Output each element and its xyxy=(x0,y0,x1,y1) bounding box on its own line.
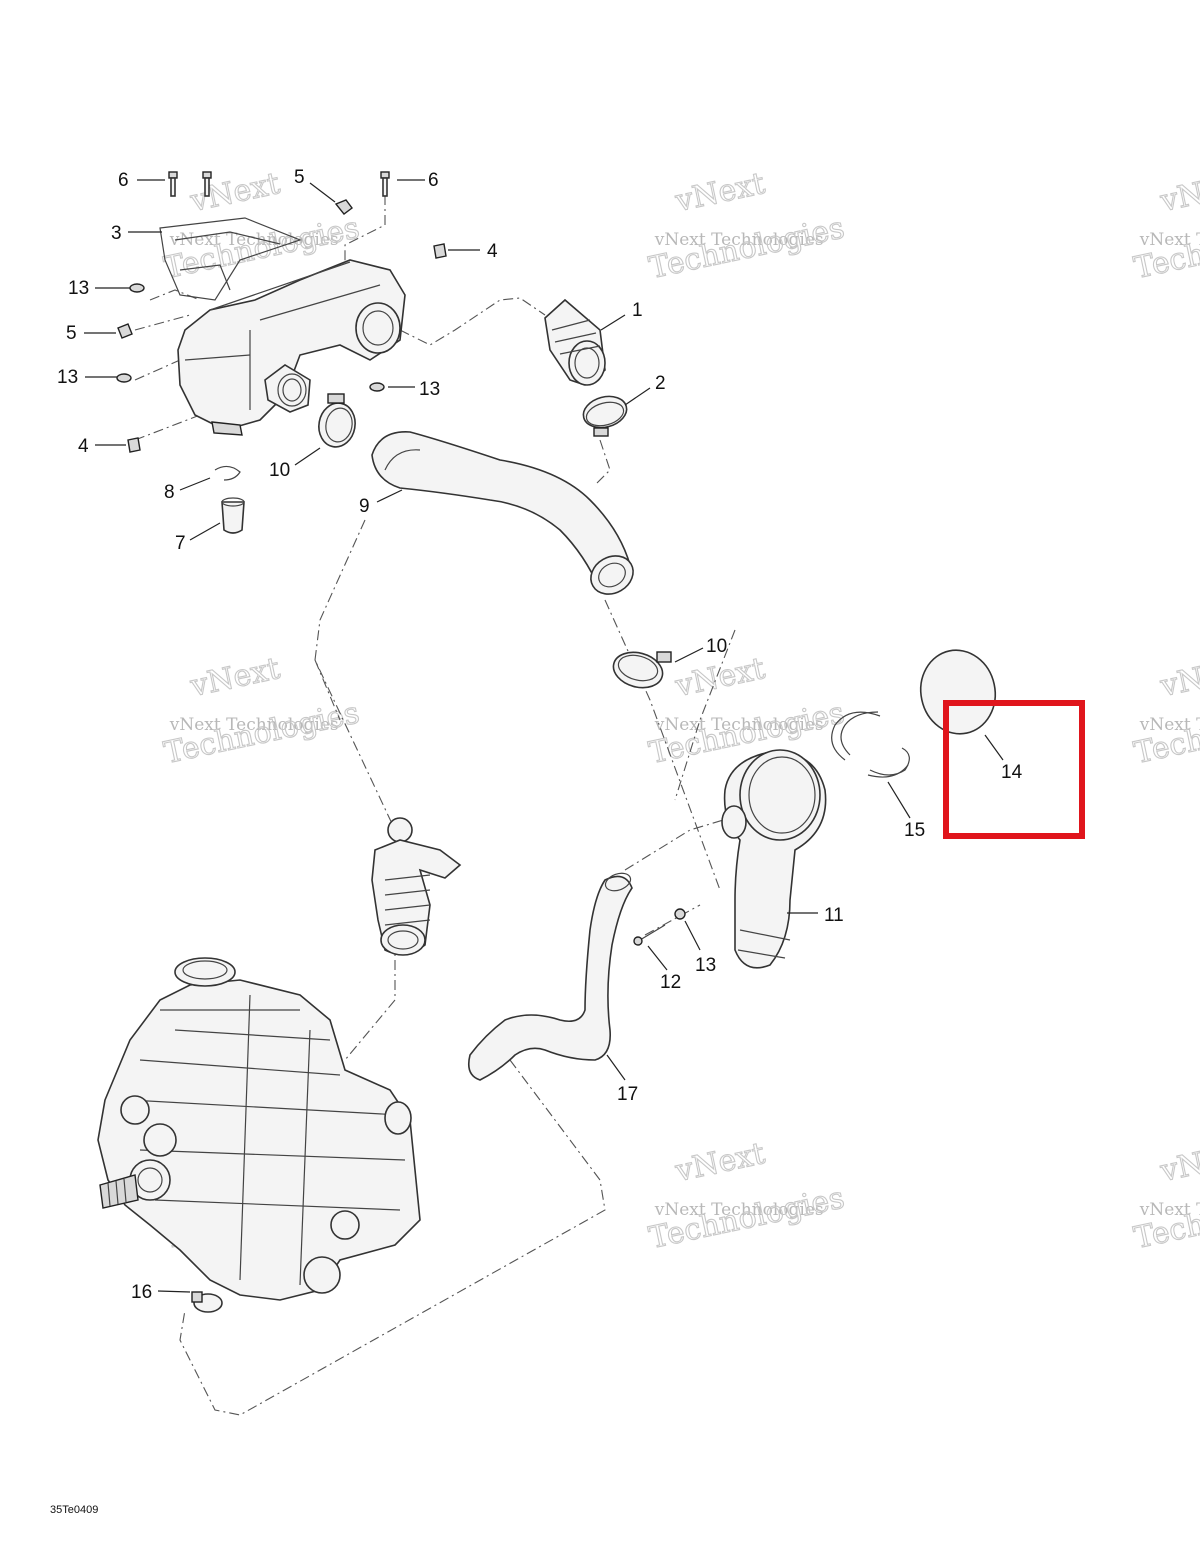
callout-13-c: 13 xyxy=(419,379,440,400)
clamp-10-upper xyxy=(318,393,356,448)
watermark-vnext-9: vNext xyxy=(1157,1136,1200,1189)
washer-13-b xyxy=(116,373,132,383)
callout-11: 11 xyxy=(824,905,844,926)
washer-13-c xyxy=(369,382,385,392)
callout-13-b: 13 xyxy=(57,367,78,388)
callout-5-left: 5 xyxy=(66,323,77,344)
callout-10-lower: 10 xyxy=(706,636,727,657)
watermark-text-4: vNext Technologies xyxy=(169,715,339,735)
clip-5-top xyxy=(334,199,353,215)
spring-ring-15 xyxy=(831,711,910,778)
drain-parts xyxy=(214,465,245,534)
callout-8: 8 xyxy=(164,482,175,503)
screw-12 xyxy=(633,924,666,946)
callout-1: 1 xyxy=(632,300,643,321)
carburetor-boot xyxy=(371,817,462,956)
callout-10-upper: 10 xyxy=(269,460,290,481)
watermark-text-3: vNext Technologies xyxy=(1139,230,1200,250)
watermark-text-2: vNext Technologies xyxy=(654,230,824,250)
leader-lines xyxy=(84,179,1004,1293)
callout-labels: 6 6 5 3 4 13 5 13 13 4 1 2 10 8 7 9 10 1… xyxy=(57,167,1023,1303)
watermark-vnext-2: vNext xyxy=(672,166,768,219)
callout-17: 17 xyxy=(617,1084,638,1105)
callout-4-left: 4 xyxy=(78,436,89,457)
watermark-text-6: vNext Technologies xyxy=(1139,715,1200,735)
fasteners-top xyxy=(116,171,686,920)
callout-13-d: 13 xyxy=(695,955,716,976)
clamp-16 xyxy=(191,1291,223,1313)
intake-boot-1 xyxy=(544,298,606,386)
clip-5-left xyxy=(117,323,133,339)
nut-4-left xyxy=(127,437,141,453)
drain-cap-7 xyxy=(221,501,245,534)
watermark-vnext-6: vNext xyxy=(1157,651,1200,704)
clamp-2 xyxy=(582,395,628,437)
hose-9 xyxy=(371,431,634,595)
hose-17 xyxy=(467,872,633,1081)
watermark-text-5: vNext Technologies xyxy=(654,715,824,735)
washer-13-a xyxy=(129,283,145,293)
watermark-text-8: vNext Technologies xyxy=(654,1200,824,1220)
bracket xyxy=(159,217,302,301)
watermark-vnext-8: vNext xyxy=(672,1136,768,1189)
callout-12: 12 xyxy=(660,972,681,993)
drawing-code: 35Te0409 xyxy=(50,1504,98,1516)
screw-6-left xyxy=(168,171,178,197)
washer-13-d xyxy=(674,908,686,920)
nut-4-top xyxy=(433,243,447,259)
callout-3: 3 xyxy=(111,223,122,244)
watermark-tech-8: Technologies xyxy=(646,1181,847,1257)
callout-2: 2 xyxy=(655,373,666,394)
callout-4-top: 4 xyxy=(487,241,498,262)
highlight-box-part-14 xyxy=(943,700,1085,839)
cap-14 xyxy=(919,649,997,735)
callout-7: 7 xyxy=(175,533,186,554)
callout-6-left: 6 xyxy=(118,170,129,191)
clamp-8 xyxy=(214,465,241,481)
screw-6-right xyxy=(380,171,390,197)
engine-block xyxy=(97,957,421,1301)
callout-13-a: 13 xyxy=(68,278,89,299)
resonator-11 xyxy=(721,749,827,969)
callout-16: 16 xyxy=(131,1282,152,1303)
watermark-vnext-4: vNext xyxy=(187,651,283,704)
callout-5-top: 5 xyxy=(294,167,305,188)
watermark-tech-4: Technologies xyxy=(161,696,362,772)
airbox-body xyxy=(177,259,406,431)
watermark-tech-2: Technologies xyxy=(646,211,847,287)
callout-9: 9 xyxy=(359,496,370,517)
watermark-vnext-5: vNext xyxy=(672,651,768,704)
callout-15: 15 xyxy=(904,820,925,841)
callout-6-right: 6 xyxy=(428,170,439,191)
watermark-vnext-1: vNext xyxy=(187,166,283,219)
watermark-text-9: vNext Technologies xyxy=(1139,1200,1200,1220)
callout-14: 14 xyxy=(1001,762,1023,783)
watermark-vnext-3: vNext xyxy=(1157,166,1200,219)
screw-6-mid xyxy=(202,171,212,197)
airbox-assembly xyxy=(159,217,406,436)
clamp-10-lower xyxy=(612,651,672,689)
